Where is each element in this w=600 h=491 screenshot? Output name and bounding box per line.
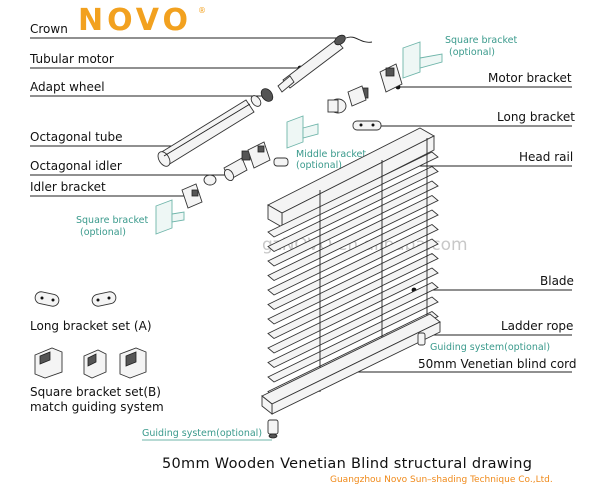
blade-slat	[267, 209, 439, 296]
svg-text:Head rail: Head rail	[519, 150, 573, 164]
svg-text:Square bracket: Square bracket	[445, 35, 517, 46]
svg-text:Octagonal tube: Octagonal tube	[30, 130, 122, 144]
svg-text:Tubular motor: Tubular motor	[29, 52, 114, 66]
svg-text:(optional): (optional)	[80, 227, 126, 238]
label-adapt-wheel: Adapt wheel	[30, 80, 267, 99]
blade-slat	[267, 223, 439, 311]
octagonal-tube-part	[157, 99, 255, 167]
note-square-bracket-left: Square bracket (optional)	[76, 215, 148, 238]
blade-slat	[267, 238, 439, 325]
note-middle-bracket: Middle bracket (optional)	[296, 149, 366, 171]
octagonal-idler-part	[223, 150, 251, 182]
svg-text:Guiding system(optional): Guiding system(optional)	[430, 342, 550, 353]
legend-square-bracket-set: Square bracket set(B)	[30, 385, 161, 399]
svg-text:Blade: Blade	[540, 274, 574, 288]
label-motor-bracket: Motor bracket	[395, 71, 572, 90]
label-octagonal-tube: Octagonal tube	[30, 130, 188, 149]
blade-slat	[267, 296, 439, 383]
guiding-bottom-part	[267, 419, 279, 439]
note-guiding-bottom: Guiding system(optional)	[142, 428, 272, 441]
company-name: Guangzhou Novo Sun–shading Technique Co.…	[330, 475, 553, 485]
svg-text:Crown: Crown	[30, 22, 68, 36]
label-octagonal-idler: Octagonal idler	[30, 159, 233, 178]
diagram-title: 50mm Wooden Venetian Blind structural dr…	[162, 456, 532, 472]
legend-match-guiding: match guiding system	[30, 400, 164, 414]
novo-logo: NOVO	[78, 3, 192, 38]
long-bracket-set-illustration	[34, 291, 117, 307]
svg-text:Idler bracket: Idler bracket	[30, 180, 106, 194]
square-bracket-set-illustration	[34, 347, 147, 379]
label-blade: Blade	[411, 274, 574, 293]
note-guiding-right: Guiding system(optional)	[430, 342, 550, 353]
label-tubular-motor: Tubular motor	[29, 52, 303, 71]
middle-bracket-part	[286, 115, 319, 149]
idler-bracket-part	[181, 174, 217, 209]
svg-text:Motor bracket: Motor bracket	[488, 71, 572, 85]
svg-text:Ladder rope: Ladder rope	[501, 319, 573, 333]
svg-text:Long bracket: Long bracket	[497, 110, 575, 124]
square-bracket-left-part	[155, 199, 185, 235]
guiding-right-part	[417, 332, 426, 346]
note-square-bracket-top: Square bracket (optional)	[445, 35, 517, 58]
svg-text:Guiding system(optional): Guiding system(optional)	[142, 428, 262, 439]
square-bracket-top-part	[402, 41, 443, 79]
svg-text:Octagonal idler: Octagonal idler	[30, 159, 122, 173]
blade-slat	[267, 194, 439, 282]
svg-text:50mm Venetian blind cord: 50mm Venetian blind cord	[418, 357, 577, 371]
tubular-motor-part	[277, 34, 373, 93]
motor-bracket-part	[347, 63, 403, 107]
long-bracket-part	[327, 98, 382, 131]
svg-text:Adapt wheel: Adapt wheel	[30, 80, 105, 94]
ladder-ropes	[319, 138, 428, 392]
registered-mark: ®	[198, 6, 206, 15]
svg-text:(optional): (optional)	[296, 160, 342, 171]
legend-long-bracket-set: Long bracket set (A)	[30, 319, 152, 333]
blade-slat	[267, 165, 439, 253]
blade-slat	[267, 252, 439, 340]
blade-slat	[267, 281, 439, 369]
svg-text:(optional): (optional)	[449, 47, 495, 58]
bottom-rail-part	[261, 313, 441, 415]
blade-slat	[267, 267, 439, 354]
adapt-wheel-part	[250, 88, 274, 107]
blade-slat	[267, 180, 439, 267]
label-idler-bracket: Idler bracket	[30, 180, 195, 199]
svg-text:Middle bracket: Middle bracket	[296, 149, 366, 160]
middle-hardware-part	[247, 141, 289, 169]
svg-text:Square bracket: Square bracket	[76, 215, 148, 226]
blade-slat	[267, 151, 439, 238]
label-long-bracket: Long bracket	[367, 110, 575, 129]
